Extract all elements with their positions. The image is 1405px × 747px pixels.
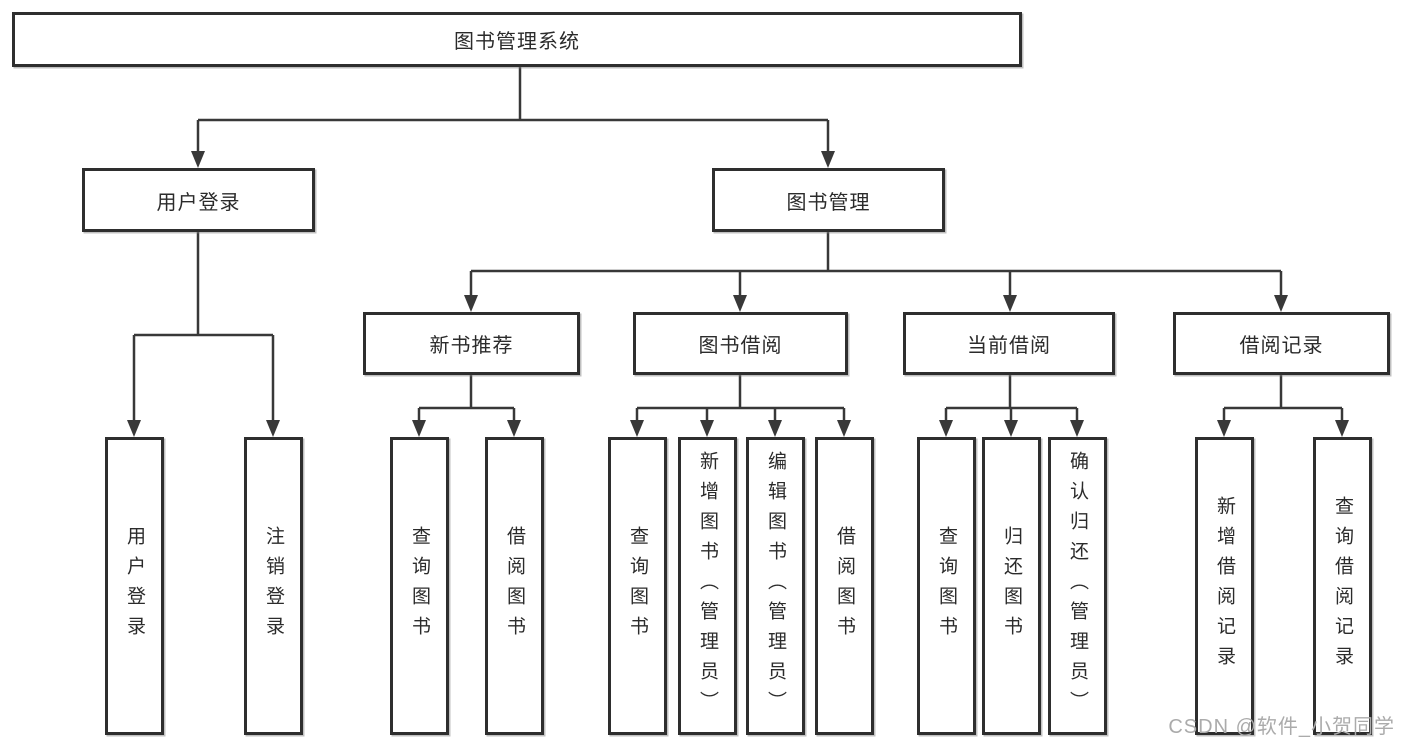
node-borrow-record: 借阅记录 bbox=[1173, 312, 1390, 375]
leaf-confirm-return-admin: 确认归还（管理员） bbox=[1048, 437, 1107, 735]
leaf-borrow-books: 借阅图书 bbox=[485, 437, 544, 735]
node-label: 借阅记录 bbox=[1239, 335, 1324, 357]
leaf-label: 编辑图书（管理员） bbox=[765, 451, 786, 721]
leaf-query-borrow-record: 查询借阅记录 bbox=[1313, 437, 1372, 735]
node-library-management-system: 图书管理系统 bbox=[12, 12, 1022, 67]
leaf-return-books: 归还图书 bbox=[982, 437, 1041, 735]
leaf-label: 新增借阅记录 bbox=[1214, 496, 1235, 676]
node-user-login: 用户登录 bbox=[82, 168, 315, 232]
leaf-query-books: 查询图书 bbox=[608, 437, 667, 735]
leaf-label: 查询图书 bbox=[409, 526, 430, 646]
node-label: 图书借阅 bbox=[698, 335, 783, 357]
csdn-watermark: CSDN @软件_小贺同学 bbox=[1168, 716, 1395, 738]
node-label: 当前借阅 bbox=[967, 335, 1051, 357]
leaf-label: 注销登录 bbox=[263, 526, 284, 646]
leaf-logout: 注销登录 bbox=[244, 437, 303, 735]
node-label: 图书管理系统 bbox=[454, 31, 580, 53]
leaf-label: 查询图书 bbox=[627, 526, 648, 646]
leaf-label: 归还图书 bbox=[1001, 526, 1022, 646]
leaf-label: 确认归还（管理员） bbox=[1067, 451, 1088, 721]
leaf-label: 借阅图书 bbox=[834, 526, 855, 646]
node-label: 新书推荐 bbox=[429, 335, 514, 357]
leaf-edit-books-admin: 编辑图书（管理员） bbox=[746, 437, 805, 735]
node-book-management: 图书管理 bbox=[712, 168, 945, 232]
leaf-add-books-admin: 新增图书（管理员） bbox=[678, 437, 737, 735]
leaf-label: 新增图书（管理员） bbox=[697, 451, 718, 721]
node-new-book-recommend: 新书推荐 bbox=[363, 312, 580, 375]
leaf-label: 查询借阅记录 bbox=[1332, 496, 1353, 676]
node-label: 图书管理 bbox=[786, 191, 871, 214]
leaf-query-books: 查询图书 bbox=[390, 437, 449, 735]
leaf-borrow-books: 借阅图书 bbox=[815, 437, 874, 735]
node-label: 用户登录 bbox=[156, 191, 241, 214]
node-book-borrow: 图书借阅 bbox=[633, 312, 848, 375]
node-current-borrow: 当前借阅 bbox=[903, 312, 1115, 375]
leaf-user-login: 用户登录 bbox=[105, 437, 164, 735]
leaf-add-borrow-record: 新增借阅记录 bbox=[1195, 437, 1254, 735]
leaf-label: 借阅图书 bbox=[504, 526, 525, 646]
leaf-query-books: 查询图书 bbox=[917, 437, 976, 735]
leaf-label: 查询图书 bbox=[936, 526, 957, 646]
leaf-label: 用户登录 bbox=[124, 526, 145, 646]
